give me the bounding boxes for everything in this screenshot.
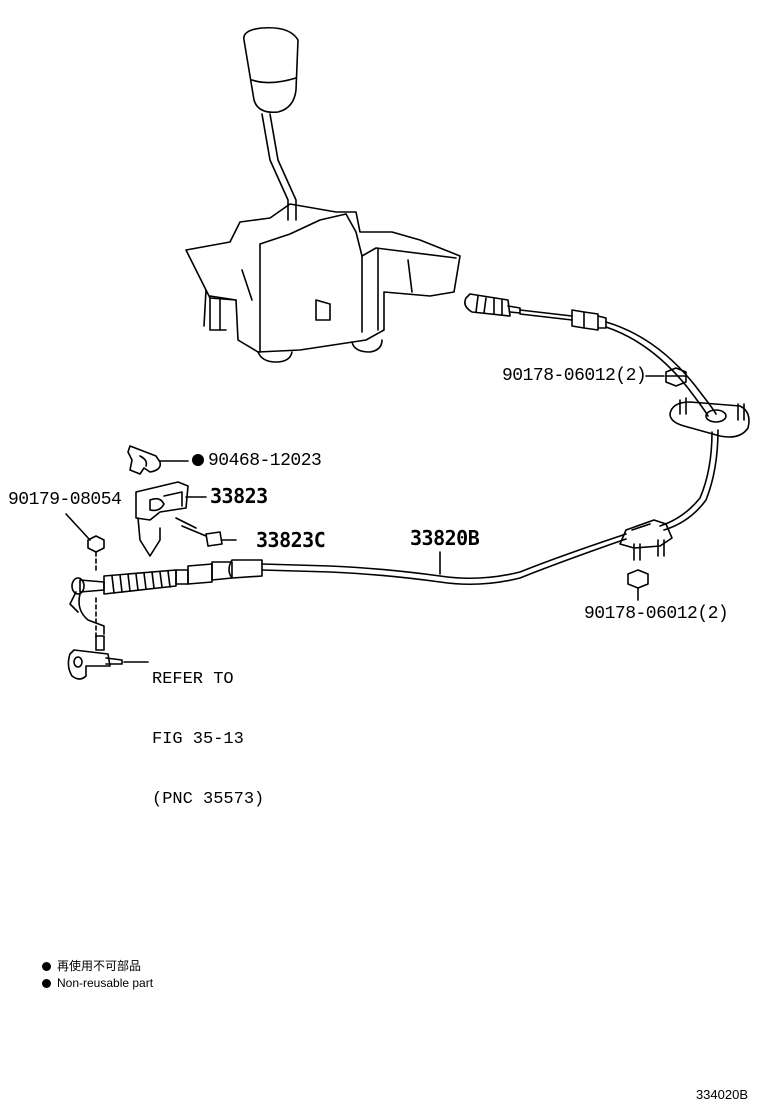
cable-upper-end [464,293,717,417]
legend-dot-icon [42,979,51,989]
legend-jp: 再使用不可部品 [42,958,153,975]
bracket-part [135,481,237,557]
part-label-nut-upper: 90178-06012(2) [502,366,647,386]
refer-line-2: FIG 35-13 [152,730,244,749]
part-label-nut-left: 90179-08054 [8,490,122,510]
legend: 再使用不可部品 Non-reusable part [42,958,153,992]
non-reusable-dot [192,454,204,466]
legend-dot-icon [42,962,51,972]
clip-part [127,445,189,475]
shift-lever-assembly [185,26,461,363]
legend-en: Non-reusable part [42,975,153,992]
part-label-clip: 90468-12023 [208,451,322,471]
part-label-nut-lower: 90178-06012(2) [584,604,729,624]
figure-id: 334020B [695,1087,748,1102]
part-label-cable: 33820B [410,526,480,550]
refer-line-1: REFER TO [152,670,234,689]
lower-mount-bracket [67,635,149,680]
nut-left-part [65,513,105,641]
lower-bracket [619,519,673,601]
upper-bracket [645,367,750,531]
legend-en-text: Non-reusable part [57,976,154,990]
refer-line-3: (PNC 35573) [152,790,265,809]
main-cable [69,533,627,635]
part-label-bracket: 33823 [210,484,268,508]
part-label-bolt: 33823C [256,528,326,552]
legend-jp-text: 再使用不可部品 [57,959,142,973]
refer-note: REFER TO FIG 35-13 (PNC 35573) [152,630,264,830]
